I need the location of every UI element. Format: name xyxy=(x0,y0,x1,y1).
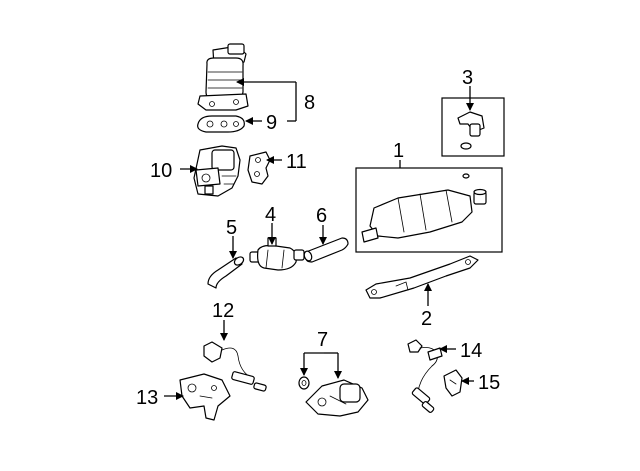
sensor-clip xyxy=(443,369,463,397)
callout-11: 11 xyxy=(286,151,307,173)
callout-15: 15 xyxy=(478,372,500,394)
oxygen-sensor-12 xyxy=(203,341,267,392)
callout-2: 2 xyxy=(421,308,432,330)
egr-gasket xyxy=(197,115,245,133)
hose-5 xyxy=(207,256,245,289)
hose-6 xyxy=(303,237,349,263)
vacuum-valve xyxy=(305,379,369,417)
part-3-box xyxy=(441,97,505,157)
callout-5: 5 xyxy=(226,217,237,239)
egr-valve xyxy=(197,43,249,111)
sensor-bracket xyxy=(179,373,231,421)
purge-valve xyxy=(249,237,305,271)
leader-8-9 xyxy=(236,78,297,125)
callout-3: 3 xyxy=(462,67,473,89)
charcoal-canister xyxy=(361,173,487,243)
callout-4: 4 xyxy=(265,204,276,226)
callout-10: 10 xyxy=(150,160,172,182)
canister-bracket xyxy=(365,255,479,299)
solenoid-valve xyxy=(193,145,241,197)
callout-9: 9 xyxy=(266,112,277,134)
part-1-box xyxy=(355,167,503,253)
pressure-sensor xyxy=(457,111,485,150)
oxygen-sensor-14 xyxy=(407,339,443,413)
callout-14: 14 xyxy=(460,340,482,362)
callout-6: 6 xyxy=(316,205,327,227)
callout-8: 8 xyxy=(304,92,315,114)
callout-7: 7 xyxy=(317,329,328,351)
leader-7 xyxy=(300,352,342,379)
callout-1: 1 xyxy=(393,140,404,162)
o-ring xyxy=(298,376,310,390)
callout-13: 13 xyxy=(136,387,158,409)
callout-12: 12 xyxy=(212,300,234,322)
mounting-bracket xyxy=(247,151,271,185)
